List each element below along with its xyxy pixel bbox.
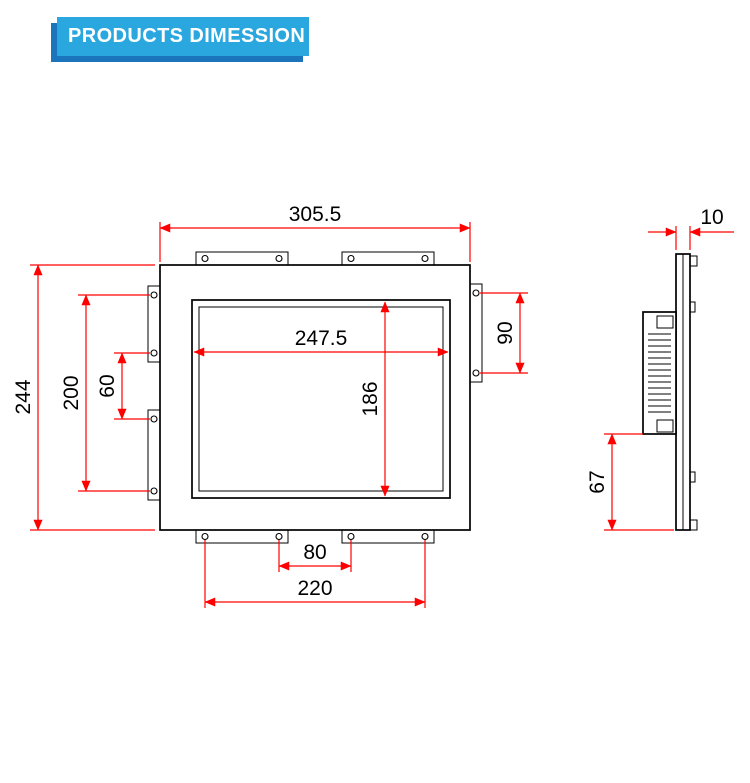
mount-hole (347, 254, 355, 263)
page-header-banner: PRODUCTS DIMESSION (51, 17, 309, 62)
mount-hole (421, 532, 429, 541)
dim-label-left-holes-outer: 200 (60, 375, 83, 410)
mount-tab-right-upper (469, 283, 483, 383)
dim-label-right-holes: 90 (494, 321, 517, 344)
side-flange-top (689, 255, 698, 267)
dim-right-holes: 90 (480, 292, 528, 374)
dim-screen-height: 186 (359, 301, 390, 497)
mount-hole (472, 289, 480, 297)
dim-label-side-thickness: 10 (700, 206, 723, 229)
mount-tab-bottom-right (341, 529, 435, 544)
mount-hole (150, 349, 158, 357)
side-clip-lower (689, 471, 696, 483)
side-flange-bottom (689, 519, 698, 531)
dim-bottom-holes-inner: 80 (278, 540, 352, 572)
screen-opening (191, 299, 451, 499)
front-view (147, 251, 483, 544)
dim-left-holes-outer: 200 (60, 294, 150, 492)
dim-label-outer-height: 244 (12, 379, 35, 414)
dim-outer-height: 244 (12, 264, 155, 531)
side-rear-enclosure (642, 311, 677, 435)
mount-hole (472, 369, 480, 377)
mount-hole (150, 415, 158, 423)
mount-hole (275, 254, 283, 263)
dim-label-left-holes-inner: 60 (96, 374, 119, 397)
mount-hole (421, 254, 429, 263)
mount-tab-bottom-left (195, 529, 289, 544)
mount-tab-top-left (195, 251, 289, 266)
mount-hole (150, 487, 158, 495)
dim-label-outer-width: 305.5 (289, 203, 342, 226)
banner-title-box: PRODUCTS DIMESSION (57, 17, 309, 56)
mount-hole (201, 254, 209, 263)
dim-outer-width: 305.5 (159, 203, 471, 262)
screen-active-area (198, 306, 444, 492)
mount-hole (347, 532, 355, 541)
page-title: PRODUCTS DIMESSION (68, 25, 306, 47)
dim-screen-width: 247.5 (193, 327, 449, 357)
dim-side-thickness: 10 (648, 206, 734, 250)
side-connector-bottom (656, 419, 674, 433)
dim-bottom-holes-outer: 220 (204, 540, 426, 608)
mount-hole (150, 291, 158, 299)
dim-label-side-rear-depth: 67 (586, 470, 609, 493)
mount-tab-left-lower (147, 409, 161, 501)
side-clip-upper (689, 301, 696, 313)
dim-label-screen-width: 247.5 (295, 327, 348, 350)
side-vent-slots (648, 333, 671, 413)
mount-hole (201, 532, 209, 541)
dim-label-bottom-holes-outer: 220 (297, 577, 332, 600)
dim-left-holes-inner: 60 (96, 352, 150, 420)
side-view (642, 253, 698, 531)
dim-label-bottom-holes-inner: 80 (303, 541, 326, 564)
mount-tab-left-upper (147, 285, 161, 363)
mount-tab-top-right (341, 251, 435, 266)
side-connector-top (656, 315, 674, 329)
mount-hole (275, 532, 283, 541)
dim-side-rear-depth: 67 (586, 433, 674, 531)
dim-label-screen-height: 186 (359, 381, 382, 416)
